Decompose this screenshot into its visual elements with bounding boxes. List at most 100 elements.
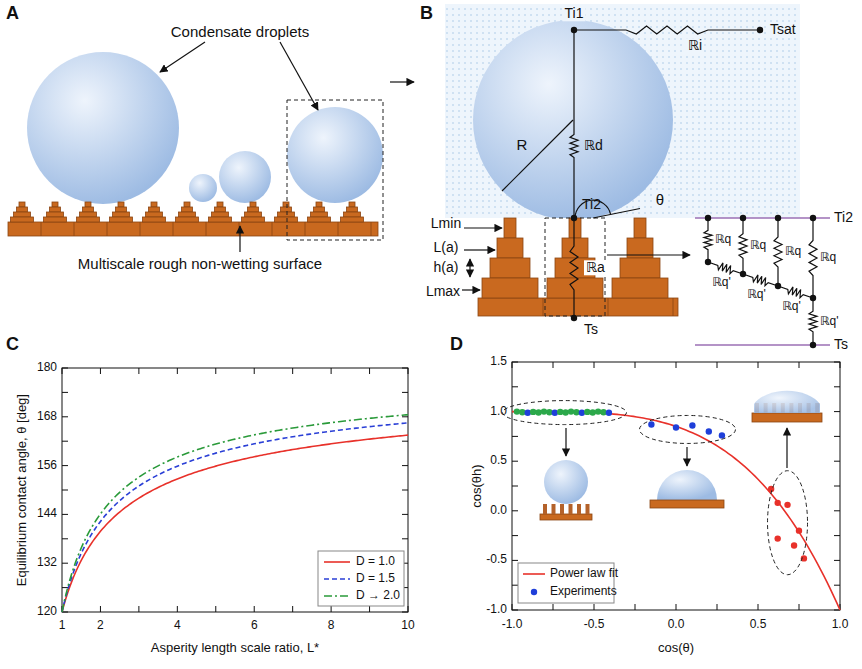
radius-label: R [517, 137, 528, 154]
node-dot [810, 215, 816, 221]
condensate-droplet [219, 151, 271, 203]
tick-mark [834, 535, 840, 536]
tick-mark [553, 604, 554, 610]
asperity-tier [113, 212, 130, 217]
asperity-tier [316, 202, 322, 207]
resistance-label: ℝq' [782, 300, 800, 313]
substrate-joint [140, 222, 141, 236]
tick-mark [402, 368, 408, 369]
asperity-tier [283, 202, 289, 207]
legend-line-sample [324, 561, 350, 563]
temperature-label: Ts [584, 322, 598, 337]
asperity-tier [482, 278, 538, 298]
dimension-arrow [462, 289, 480, 290]
tick-mark [62, 587, 68, 588]
tick-mark [512, 386, 518, 387]
tick-mark [62, 563, 68, 564]
node-dot [740, 215, 746, 221]
tick-mark [834, 585, 840, 586]
tick-mark [62, 368, 63, 374]
resistor-symbol [574, 26, 760, 34]
tick-label: -1.0 [502, 618, 523, 631]
tick-mark [635, 604, 636, 610]
dimension-label: Lmax [426, 284, 460, 299]
asperity-tier [308, 217, 331, 222]
data-point [774, 500, 780, 506]
inset-droplet [544, 460, 588, 504]
substrate-joint [673, 298, 674, 316]
vapor-region-mask [445, 218, 685, 228]
tick-mark [799, 362, 800, 368]
leader-arrow [160, 42, 205, 72]
model-curve [62, 423, 408, 612]
asperity-tier [118, 202, 124, 207]
radius-line [502, 120, 573, 191]
asperity-tier [490, 258, 530, 278]
tick-mark [402, 538, 408, 539]
tick-mark [292, 368, 293, 374]
substrate-joint [206, 222, 207, 236]
asperity-tier [52, 202, 58, 207]
leader-arrow [239, 226, 240, 252]
node-dot [571, 215, 577, 221]
substrate [540, 514, 592, 520]
tick-mark [292, 606, 293, 612]
asperity-tier [47, 212, 64, 217]
data-point [706, 428, 712, 434]
resistance-label: ℝa [584, 260, 607, 275]
asperity-tier [176, 217, 199, 222]
dimension-arrow [464, 249, 495, 250]
asperity-tier [143, 217, 166, 222]
resistance-label: ℝi [686, 38, 704, 53]
asperity-tier [209, 217, 232, 222]
asperity-tier [182, 207, 193, 212]
tick-mark [512, 535, 518, 536]
data-point [600, 409, 606, 415]
data-point [673, 424, 679, 430]
tick-mark [840, 362, 841, 368]
asperity-tier [11, 217, 34, 222]
tick-mark [799, 604, 800, 610]
tick-label: 10 [401, 619, 414, 632]
tick-label: 156 [37, 459, 57, 472]
legend-box [318, 551, 404, 606]
tick-mark [138, 368, 139, 374]
substrate-joint [272, 222, 273, 236]
data-point [514, 408, 520, 414]
tick-mark [553, 362, 554, 368]
tick-label: 0.0 [668, 618, 685, 631]
substrate-joint [305, 222, 306, 236]
tick-mark [834, 436, 840, 437]
tick-label: 120 [37, 605, 57, 618]
tick-label: -1.0 [486, 603, 507, 616]
asperity-tier [212, 212, 229, 217]
tick-mark [512, 362, 513, 368]
tick-mark [215, 606, 216, 612]
panel-letter: A [6, 4, 19, 24]
data-point [689, 422, 695, 428]
heat-path [573, 172, 574, 218]
leader-arrow [686, 447, 687, 466]
resistor-symbol [774, 218, 782, 286]
legend-text: D → 2.0 [356, 589, 400, 602]
tick-label: 8 [328, 619, 335, 632]
leader-arrow [786, 428, 787, 468]
power-law-fit [512, 412, 840, 610]
condensate-droplet [27, 52, 179, 204]
tick-mark [676, 362, 677, 368]
tick-mark [512, 486, 518, 487]
legend-line-sample [324, 595, 350, 597]
tick-mark [62, 416, 68, 417]
inset-pillar [569, 504, 573, 514]
tick-mark [834, 510, 840, 511]
asperity-tier [344, 212, 361, 217]
inset-droplet [754, 391, 820, 413]
tick-mark [369, 606, 370, 612]
cluster-ellipse [502, 401, 626, 425]
temperature-label: Ts [834, 337, 848, 352]
zoom-box [287, 100, 383, 240]
resistance-label: ℝq [785, 245, 801, 258]
leader-arrow [565, 428, 566, 456]
tick-label: 132 [37, 557, 57, 570]
callout-label: Condensate droplets [171, 24, 309, 41]
